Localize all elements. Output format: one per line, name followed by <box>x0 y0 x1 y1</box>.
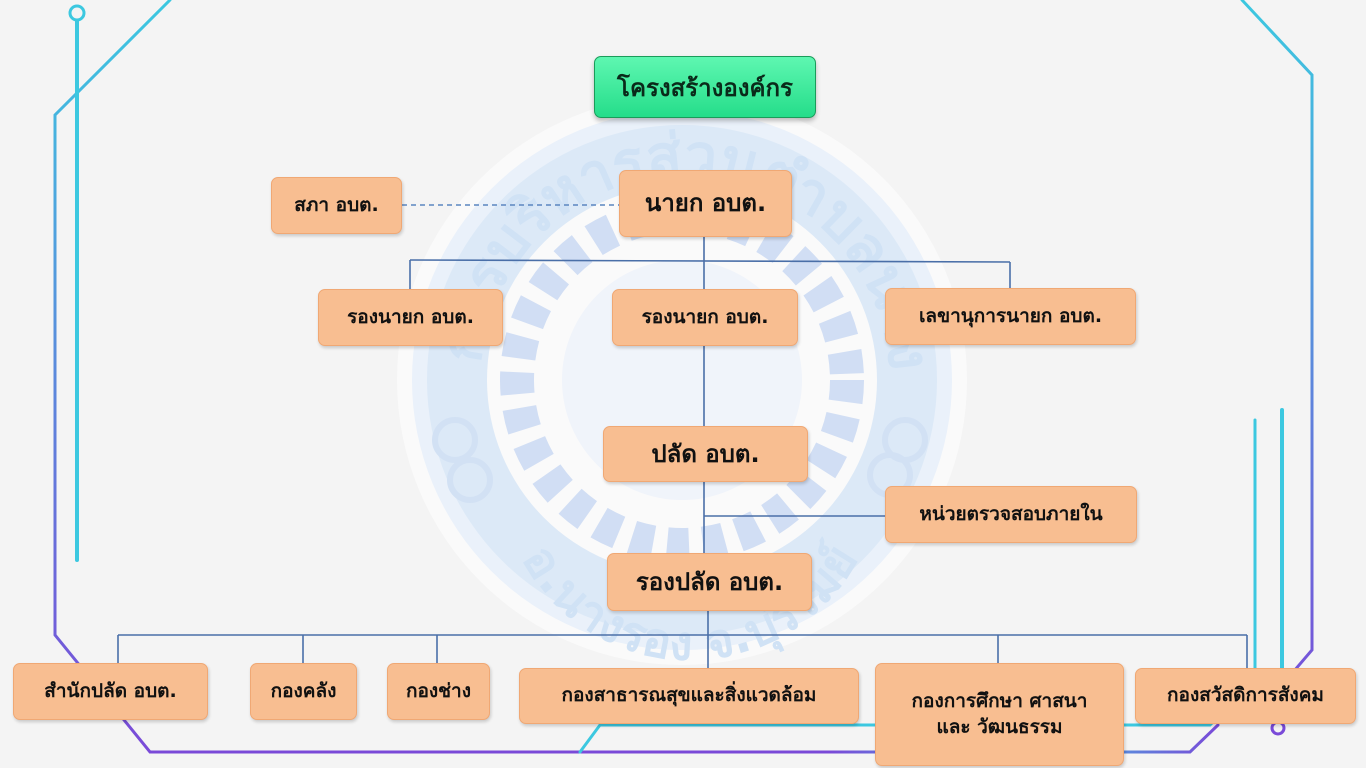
finance-division-box: กองคลัง <box>250 663 357 720</box>
mayor-box: นายก อบต. <box>619 170 792 237</box>
deputy-mayor-left-box: รองนายก อบต. <box>318 289 503 346</box>
chief-administrator-box: ปลัด อบต. <box>603 426 808 482</box>
public-health-division-box: กองสาธารณสุขและสิ่งแวดล้อม <box>519 668 859 724</box>
chart-title: โครงสร้างองค์กร <box>594 56 816 118</box>
office-of-chief-administrator-box: สำนักปลัด อบต. <box>13 663 208 720</box>
internal-audit-box: หน่วยตรวจสอบภายใน <box>885 486 1137 543</box>
social-welfare-division-box: กองสวัสดิการสังคม <box>1135 668 1356 724</box>
council-box: สภา อบต. <box>271 177 402 234</box>
education-division-box: กองการศึกษา ศาสนา และ วัฒนธรรม <box>875 663 1124 766</box>
deputy-mayor-center-box: รองนายก อบต. <box>612 289 798 346</box>
engineering-division-box: กองช่าง <box>387 663 490 720</box>
deputy-chief-administrator-box: รองปลัด อบต. <box>607 553 812 611</box>
mayor-secretary-box: เลขานุการนายก อบต. <box>885 288 1136 345</box>
